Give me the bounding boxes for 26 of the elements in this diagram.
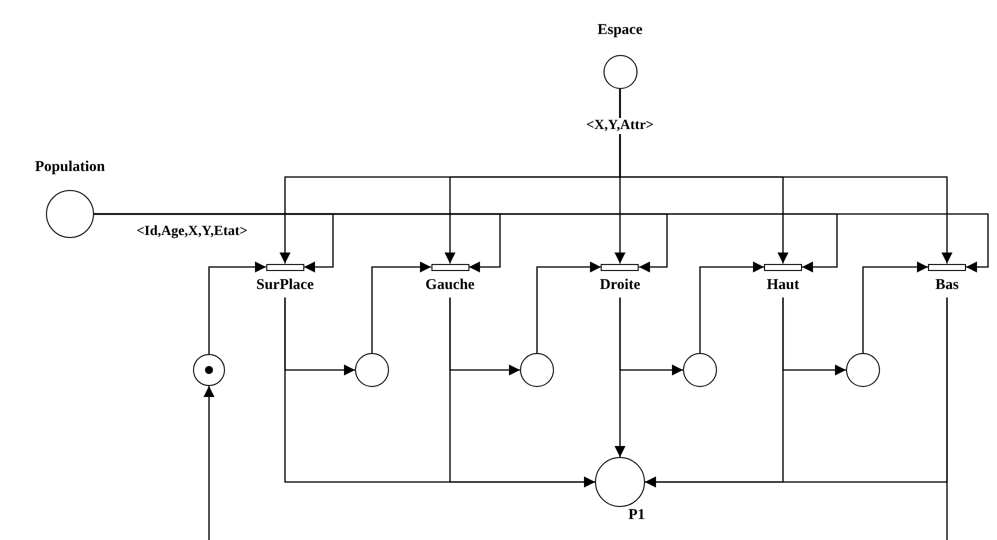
place-circle <box>193 354 225 386</box>
arrow <box>371 262 431 353</box>
place-label: Espace <box>598 22 642 39</box>
arrow <box>862 262 928 353</box>
place-circle <box>520 353 554 387</box>
place-circle <box>846 353 880 387</box>
place-label: P1 <box>628 507 645 524</box>
edge-label: <Id,Age,X,Y,Etat> <box>135 224 249 240</box>
place-circle <box>355 353 389 387</box>
arrow <box>208 262 266 354</box>
transition-label: SurPlace <box>256 276 314 294</box>
arrow <box>619 89 952 264</box>
transition-label: Droite <box>600 276 640 294</box>
place-circle <box>683 353 717 387</box>
arrow <box>94 213 989 272</box>
arrow <box>449 298 595 488</box>
arrow <box>614 298 626 457</box>
place-label: Population <box>34 159 106 176</box>
arrow <box>204 386 214 540</box>
arrow <box>699 262 764 353</box>
transition-label: Gauche <box>425 276 475 294</box>
connector-line <box>946 298 948 540</box>
transition-label: Bas <box>935 276 959 294</box>
edge-label: <X,Y,Attr> <box>585 118 655 134</box>
transition-label: Haut <box>766 276 800 294</box>
arrow <box>536 262 601 353</box>
